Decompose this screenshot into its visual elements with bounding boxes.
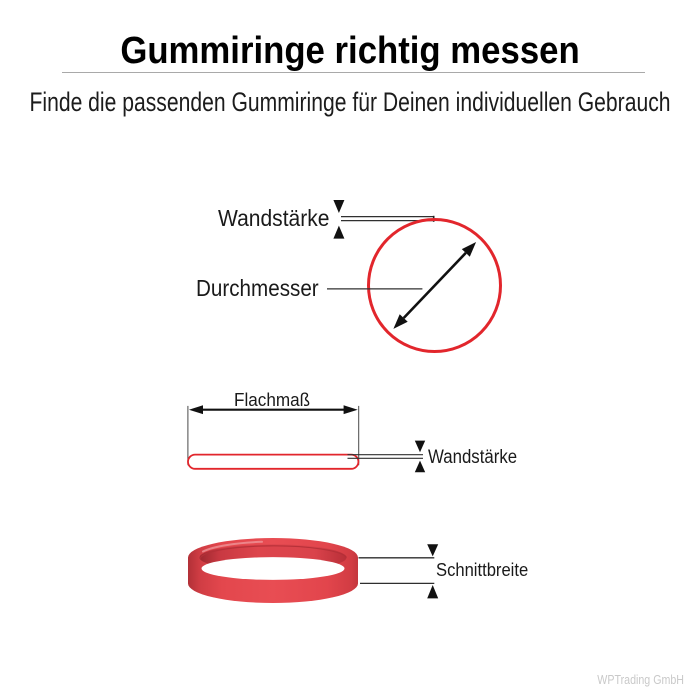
cut-width-pointer-lines [358, 557, 435, 585]
ring-3d-view-diagram [188, 538, 439, 603]
wall-thickness-label-top-view: Wandstärke [218, 205, 330, 232]
title-divider [62, 72, 645, 73]
extension-lines [187, 405, 360, 466]
ring-3d-highlight [202, 540, 263, 553]
flat-measure-arrow-icon [188, 405, 358, 415]
diameter-arrow-icon [393, 242, 477, 329]
ring-outline-circle [367, 218, 502, 353]
ring-3d-hole [201, 557, 345, 580]
page-title: Gummiringe richtig messen [120, 30, 580, 73]
ring-top-view-diagram [327, 200, 502, 353]
wall-thickness-arrow-icon [333, 200, 345, 239]
ring-flat-view-diagram [187, 405, 426, 473]
diameter-label: Durchmesser [196, 275, 319, 301]
wall-thickness-label-flat-view: Wandstärke [428, 446, 518, 469]
wall-pointer-lines-flat [347, 454, 423, 459]
ring-3d-inner-edge [199, 545, 348, 560]
flat-band-shape [187, 453, 360, 470]
cut-width-label: Schnittbreite [436, 559, 529, 581]
page-subtitle: Finde die passenden Gummiringe für Deine… [29, 87, 671, 118]
watermark-text: WPTrading GmbH [597, 672, 684, 687]
wall-thickness-arrow-flat-icon [414, 440, 426, 473]
flat-measure-label: Flachmaß [234, 389, 311, 410]
cut-width-arrow-icon [427, 544, 439, 599]
